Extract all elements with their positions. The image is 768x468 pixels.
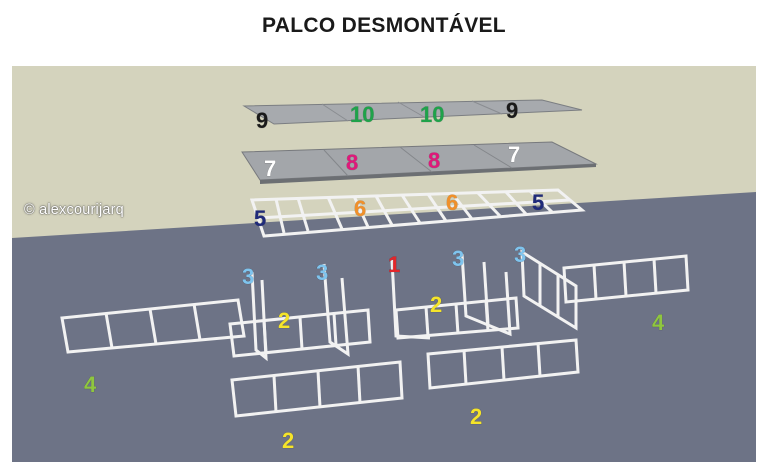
part-label: 2 (278, 308, 290, 333)
part-label: 4 (84, 372, 97, 397)
part-label: 2 (470, 404, 482, 429)
part-label: 9 (506, 98, 518, 123)
part-label: 10 (420, 102, 444, 127)
part-label: 10 (350, 102, 374, 127)
part-label: 2 (430, 292, 442, 317)
part-label: 5 (532, 190, 544, 215)
part-label: 4 (652, 310, 665, 335)
floor (12, 192, 756, 462)
part-label: 7 (508, 142, 520, 167)
platform-tier-middle (241, 141, 598, 184)
part-label: 5 (254, 206, 266, 231)
panel-cluster-left (228, 263, 372, 362)
panel-4-right (562, 254, 690, 304)
part-label: 6 (446, 190, 458, 215)
part-label: 3 (316, 260, 328, 285)
part-label: 3 (514, 242, 526, 267)
diagram-title: PALCO DESMONTÁVEL (262, 14, 506, 37)
panel-2-bottom-left (230, 360, 404, 418)
part-label: 2 (282, 428, 294, 453)
panel-2-bottom-right (426, 338, 580, 390)
panel-cluster-right (520, 249, 578, 331)
panel-4-left (60, 298, 246, 354)
part-label: 3 (242, 264, 254, 289)
part-label: 6 (354, 196, 366, 221)
watermark-text: © alexcourijarq (24, 202, 124, 218)
platform-tier-top (242, 99, 583, 125)
part-label: 9 (256, 108, 268, 133)
panel-cluster-center (390, 253, 520, 340)
part-label: 8 (428, 148, 440, 173)
platform-tier-frame (249, 188, 586, 238)
part-label: 7 (264, 156, 276, 181)
part-label: 1 (388, 252, 400, 277)
part-label: 3 (452, 246, 464, 271)
part-label: 8 (346, 150, 358, 175)
